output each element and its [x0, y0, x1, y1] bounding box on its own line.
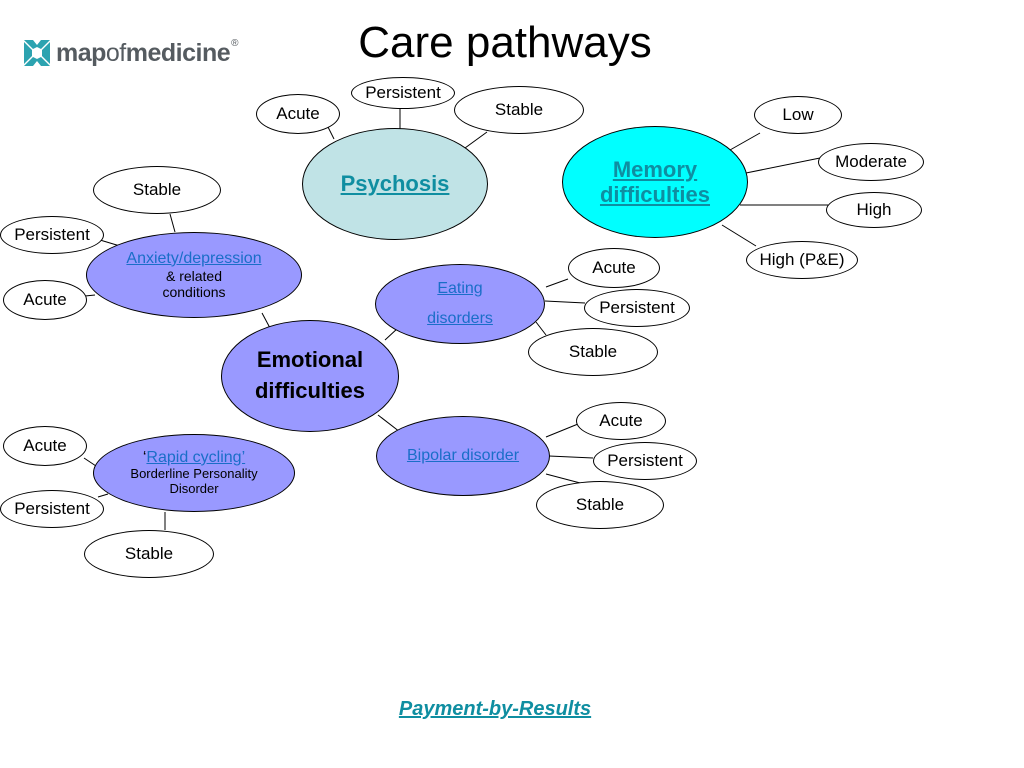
- payment-by-results-link[interactable]: Payment-by-Results: [398, 698, 592, 720]
- bipolar-disorder-link[interactable]: Bipolar disorder: [406, 446, 520, 464]
- memory-high-node: High: [826, 192, 922, 228]
- rapid-cycling-node[interactable]: ‘Rapid cycling’ Borderline Personality D…: [93, 434, 295, 512]
- psychosis-persistent-node: Persistent: [351, 77, 455, 109]
- eating-acute-node: Acute: [568, 248, 660, 288]
- bipolar-acute-node: Acute: [576, 402, 666, 440]
- map-of-medicine-logo: mapofmedicine ®: [22, 36, 239, 70]
- memory-moderate-node: Moderate: [818, 143, 924, 181]
- rapid-cycling-link[interactable]: Rapid cycling’: [146, 448, 246, 466]
- bipolar-stable-node: Stable: [536, 481, 664, 529]
- memory-low-node: Low: [754, 96, 842, 134]
- logo-cross-icon: [24, 40, 50, 66]
- anxiety-depression-link[interactable]: Anxiety/depression: [126, 249, 262, 267]
- psychosis-link[interactable]: Psychosis: [340, 171, 450, 197]
- psychosis-stable-node: Stable: [454, 86, 584, 134]
- anxiety-persistent-node: Persistent: [0, 216, 104, 254]
- bipolar-disorder-node[interactable]: Bipolar disorder: [376, 416, 550, 496]
- psychosis-acute-node: Acute: [256, 94, 340, 134]
- psychosis-node[interactable]: Psychosis: [302, 128, 488, 240]
- eating-persistent-node: Persistent: [584, 289, 690, 327]
- page-title: Care pathways: [358, 18, 652, 67]
- logo-wordmark: mapofmedicine: [56, 38, 231, 67]
- rapid-stable-node: Stable: [84, 530, 214, 578]
- rapid-acute-node: Acute: [3, 426, 87, 466]
- eating-stable-node: Stable: [528, 328, 658, 376]
- rapid-persistent-node: Persistent: [0, 490, 104, 528]
- anxiety-depression-node[interactable]: Anxiety/depression & related conditions: [86, 232, 302, 318]
- registered-mark: ®: [231, 38, 239, 49]
- anxiety-acute-node: Acute: [3, 280, 87, 320]
- bipolar-persistent-node: Persistent: [593, 442, 697, 480]
- memory-high-pe-node: High (P&E): [746, 241, 858, 279]
- anxiety-stable-node: Stable: [93, 166, 221, 214]
